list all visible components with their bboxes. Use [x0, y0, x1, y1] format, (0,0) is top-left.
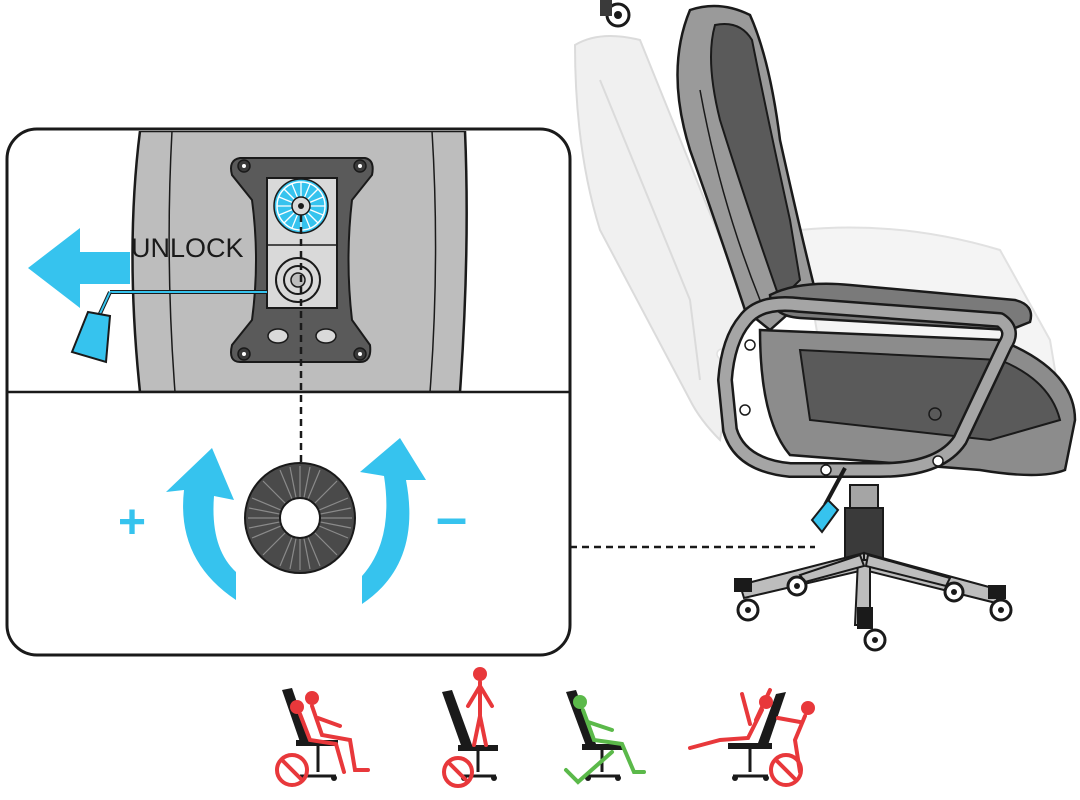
- chair-base: [734, 551, 1006, 629]
- chair-backrest: [676, 4, 817, 332]
- two-people-on-chair-icon: [275, 688, 370, 787]
- prohibited-sign: [769, 753, 803, 787]
- increase-sign: +: [118, 496, 146, 549]
- chair-recline-lever: [810, 467, 847, 534]
- prohibited-sign: [442, 756, 474, 788]
- cylinder-mount: [275, 257, 321, 303]
- leaning-on-backrest-icon: [688, 688, 815, 787]
- callout-panel: UNLOCK: [5, 127, 572, 657]
- unlock-lever: [70, 290, 267, 364]
- unlock-label: UNLOCK: [131, 233, 244, 263]
- tension-knob-enlarged: [244, 462, 356, 574]
- unlock-arrow: [28, 228, 130, 308]
- rotate-increase-arrow: [166, 448, 236, 600]
- chair-illustration: [573, 0, 1077, 652]
- chair-gas-cylinder: [844, 484, 884, 559]
- check-mark-icon: [564, 750, 614, 785]
- tension-knob-highlight: [273, 178, 329, 234]
- prohibited-sign: [275, 753, 309, 787]
- under-seat-closeup: UNLOCK: [28, 131, 468, 392]
- decrease-sign: –: [436, 485, 467, 548]
- posture-guide: [275, 667, 815, 788]
- correct-sitting-posture-icon: [564, 690, 646, 785]
- standing-on-chair-icon: [442, 667, 498, 788]
- rotate-decrease-arrow: [360, 438, 426, 604]
- chair-casters: [600, 0, 1013, 652]
- chair-armrest-frame: [717, 296, 1017, 478]
